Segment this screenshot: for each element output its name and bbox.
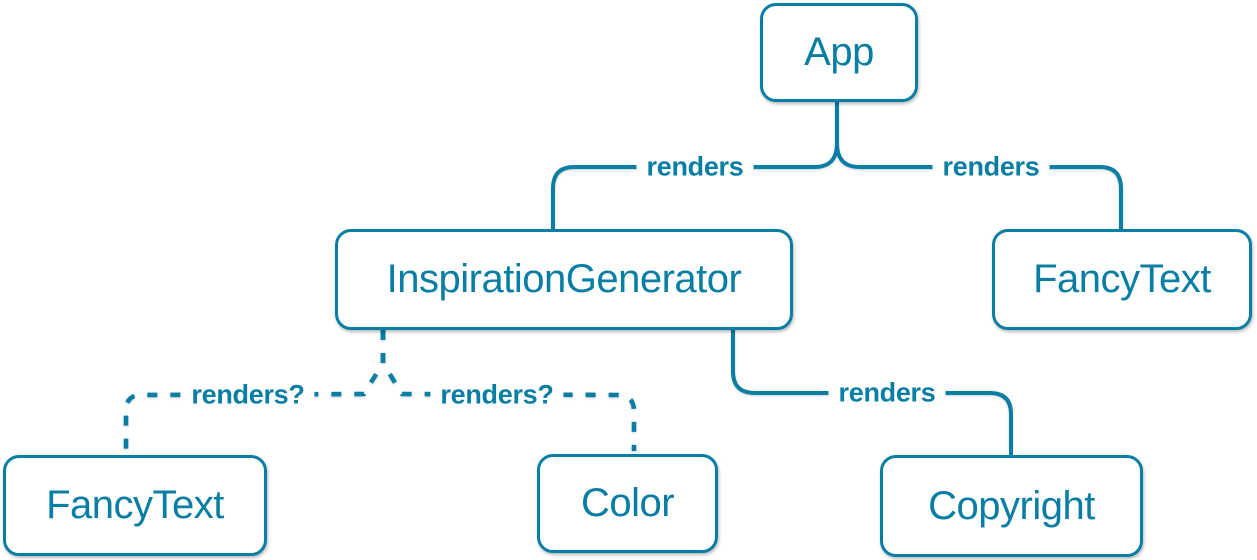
node-fancy-text-top: FancyText <box>992 229 1252 330</box>
node-copyright: Copyright <box>880 455 1143 557</box>
node-app: App <box>760 3 918 102</box>
node-fancy-text-bottom: FancyText <box>3 455 267 556</box>
edge-label-renders-maybe-color: renders? <box>430 378 564 412</box>
edge-label-renders-inspiration-generator: renders <box>636 150 754 184</box>
edge-label-renders-copyright: renders <box>828 376 946 410</box>
edge-label-renders-maybe-fancy-text: renders? <box>181 378 315 412</box>
node-inspiration-generator: InspirationGenerator <box>335 229 793 330</box>
node-color: Color <box>537 454 718 553</box>
edge-label-renders-fancy-text: renders <box>932 150 1050 184</box>
